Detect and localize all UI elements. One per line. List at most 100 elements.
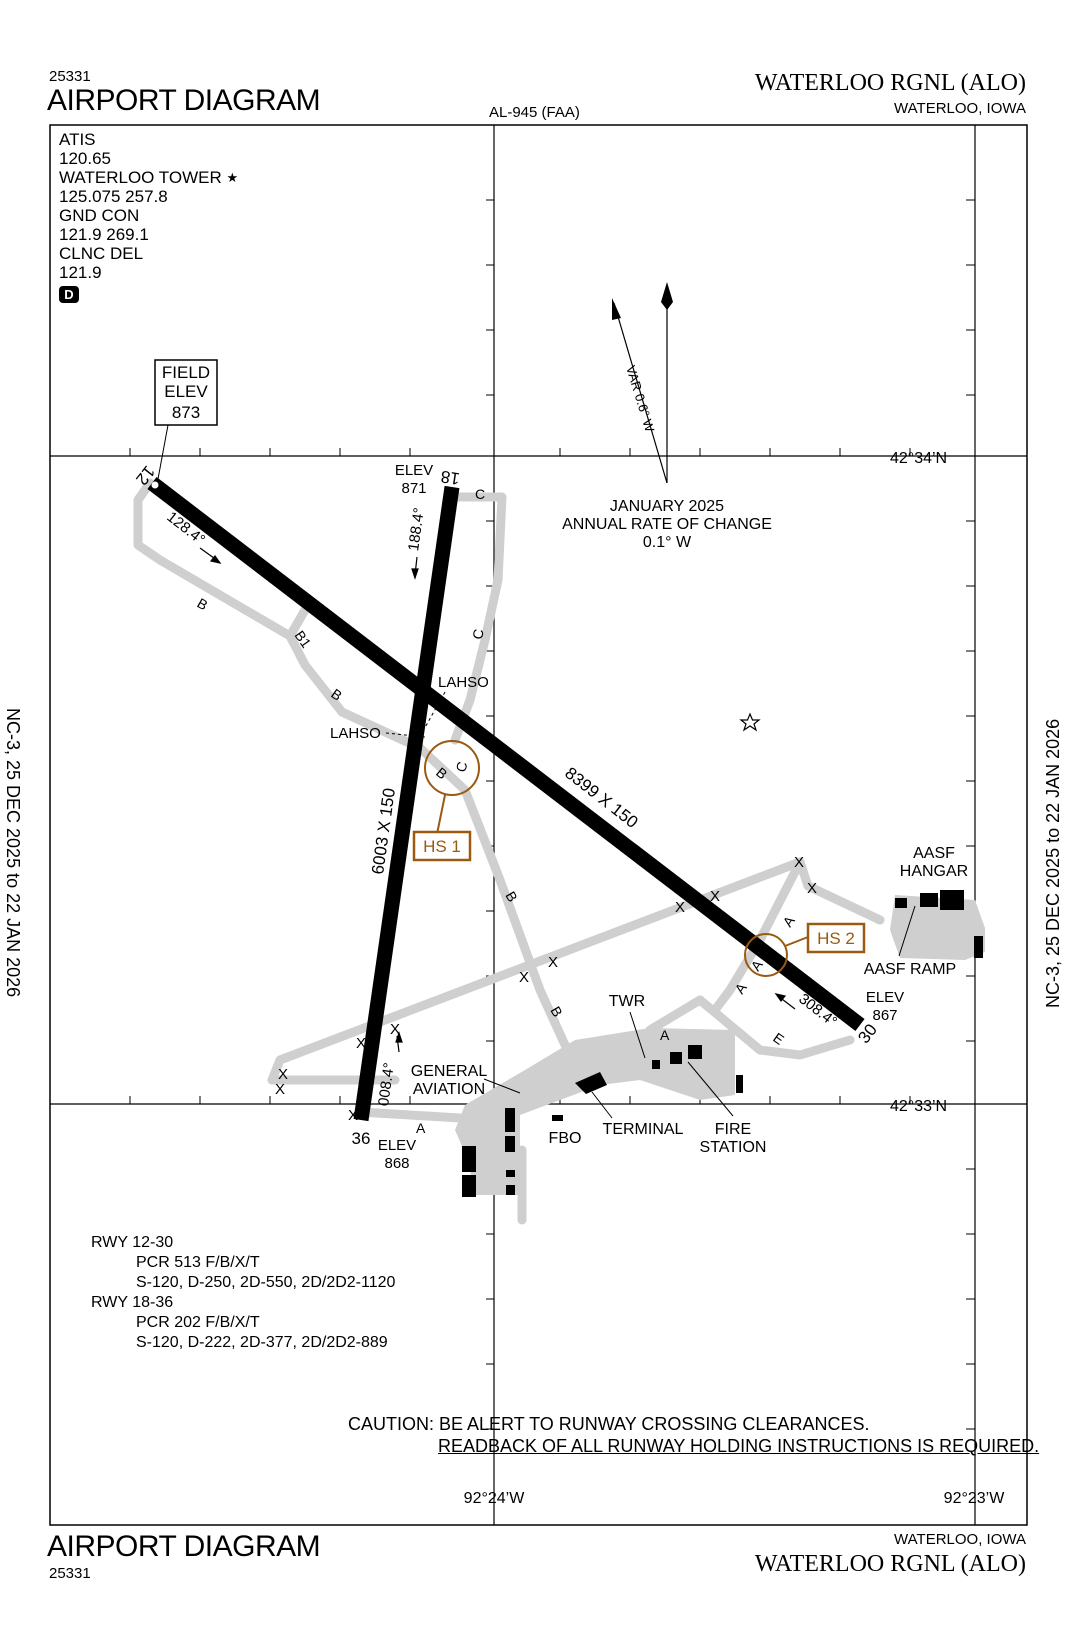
lahso-label-2: LAHSO [330, 725, 381, 742]
taxiway-b1 [285, 605, 310, 641]
mag-rate: 0.1° W [643, 534, 692, 551]
heading-008: 008.4° [375, 1062, 398, 1107]
fire-building-1 [670, 1052, 682, 1064]
taxiway-network [133, 478, 885, 1225]
runway-labels: 12 30 18 36 128.4° 308.4° 188.4° 008.4° … [132, 462, 904, 1172]
taxiway-x-main [267, 857, 805, 1085]
buildings [462, 890, 983, 1197]
clearance-label: CLNC DEL [59, 244, 144, 263]
mag-date: JANUARY 2025 [610, 498, 724, 515]
coordinate-labels: 42°34’N 42°33’N 92°24’W 92°23’W [464, 450, 1006, 1507]
tower-frequency: 125.075 257.8 [59, 187, 168, 206]
elev-30-value: 867 [872, 1007, 897, 1024]
taxiway-label-a-1: A [779, 912, 798, 929]
chart-title-bottom: AIRPORT DIAGRAM [47, 1530, 321, 1563]
hold-short-x-8: X [356, 1035, 366, 1052]
taxiway-a-east [710, 857, 805, 1015]
facility-labels: AASF HANGAR AASF RAMP TWR GENERAL AVIATI… [411, 845, 968, 1156]
hold-short-x-1: X [794, 854, 804, 871]
aasf-label-1: AASF [913, 845, 955, 862]
hold-short-x-7: X [390, 1021, 400, 1038]
aasf-ramp-label: AASF RAMP [864, 961, 956, 978]
pcr-rwy1-loads: S-120, D-250, 2D-550, 2D/2D2-1120 [136, 1274, 396, 1291]
city-state-bottom: WATERLOO, IOWA [894, 1531, 1026, 1548]
taxiway-a-link [645, 995, 705, 1035]
elev-36-label: ELEV [378, 1137, 416, 1154]
taxiway-label-b-1: B [195, 595, 211, 614]
taxiway-b [415, 743, 570, 1050]
lahso-label-1: LAHSO [438, 674, 489, 691]
taxiway-a-west [355, 1107, 465, 1123]
frequency-block: ATIS 120.65 WATERLOO TOWER ★ 125.075 257… [59, 130, 238, 303]
atis-label: ATIS [59, 130, 96, 149]
hold-short-x-11: X [348, 1107, 358, 1124]
latitude-bottom: 42°33’N [890, 1098, 947, 1115]
fire-building-3 [736, 1075, 743, 1093]
fire-station-label-2: STATION [700, 1139, 767, 1156]
elev-18-label: ELEV [395, 462, 433, 479]
hold-short-x-5: X [548, 954, 558, 971]
true-north-icon [661, 282, 673, 310]
clearance-frequency: 121.9 [59, 263, 102, 282]
atis-frequency: 120.65 [59, 149, 111, 168]
coordinate-grid [50, 125, 1027, 1525]
tower-label: WATERLOO TOWER [59, 168, 222, 187]
ga-building-6 [506, 1185, 515, 1195]
fbo-label: FBO [549, 1130, 582, 1147]
field-elevation-box: FIELD ELEV 873 [154, 359, 218, 480]
mag-variation-label: VAR 0.6° W [623, 364, 658, 435]
pcr-rwy2-pcr: PCR 202 F/B/X/T [136, 1314, 260, 1331]
field-elev-line1: FIELD [162, 363, 210, 382]
pcr-block: RWY 12-30 PCR 513 F/B/X/T S-120, D-250, … [91, 1233, 395, 1353]
hold-short-x-4: X [675, 899, 685, 916]
mag-rate-label: ANNUAL RATE OF CHANGE [562, 516, 772, 533]
star-icon: ★ [226, 170, 239, 185]
taxiway-label-c-3: C [452, 760, 470, 774]
magnetic-north-line [613, 302, 668, 484]
ground-frequency: 121.9 269.1 [59, 225, 149, 244]
twr-label: TWR [609, 993, 645, 1010]
chart-number-bottom: 25331 [49, 1565, 91, 1582]
north-arrow: VAR 0.6° W JANUARY 2025 ANNUAL RATE OF C… [562, 282, 772, 551]
taxiway-x-east [795, 857, 885, 925]
runway-number-18: 18 [440, 467, 461, 488]
hold-short-x-6: X [519, 969, 529, 986]
latitude-top: 42°34’N [890, 450, 947, 467]
pcr-rwy2: RWY 18-36 [91, 1294, 174, 1311]
ga-building-5 [506, 1170, 515, 1177]
d-atis-icon: D [59, 286, 79, 303]
runway-12-30 [147, 477, 865, 1031]
field-elev-point [151, 481, 159, 489]
chart-title-top: AIRPORT DIAGRAM [47, 84, 321, 117]
fire-building-2 [688, 1045, 702, 1059]
taxiway-label-a-3: A [731, 979, 750, 996]
ga-building-1 [505, 1108, 515, 1132]
twr-building [652, 1060, 660, 1069]
facility-leaders [483, 905, 916, 1119]
grid-ticks [129, 199, 975, 1430]
hotspot-1: HS 1 [412, 740, 480, 862]
taxiway-label-c-2: C [469, 628, 487, 641]
hotspot-2: HS 2 [744, 922, 866, 977]
taxiway-e [695, 995, 855, 1060]
hold-short-x-9: X [278, 1066, 288, 1083]
fire-station-label-1: FIRE [715, 1121, 751, 1138]
taxiway-label-a-4: A [660, 1027, 670, 1043]
chart-number-top: 25331 [49, 68, 91, 85]
field-elev-line2: ELEV [164, 382, 208, 401]
elev-36-value: 868 [384, 1155, 409, 1172]
magnetic-north-icon [612, 298, 621, 320]
elev-18-value: 871 [401, 480, 426, 497]
aasf-building-3 [895, 898, 907, 908]
beacon-icon [739, 712, 761, 732]
ga-label-2: AVIATION [413, 1081, 485, 1098]
field-elev-value: 873 [172, 403, 200, 422]
hotspot-1-label: HS 1 [423, 837, 461, 856]
runway-18-36 [353, 485, 460, 1122]
ga-building-3 [462, 1146, 476, 1172]
main-apron [455, 1028, 735, 1195]
pcr-rwy1-pcr: PCR 513 F/B/X/T [136, 1254, 260, 1271]
aasf-building-2 [940, 890, 964, 910]
procedure-ref: AL-945 (FAA) [489, 104, 580, 121]
ground-label: GND CON [59, 206, 140, 225]
